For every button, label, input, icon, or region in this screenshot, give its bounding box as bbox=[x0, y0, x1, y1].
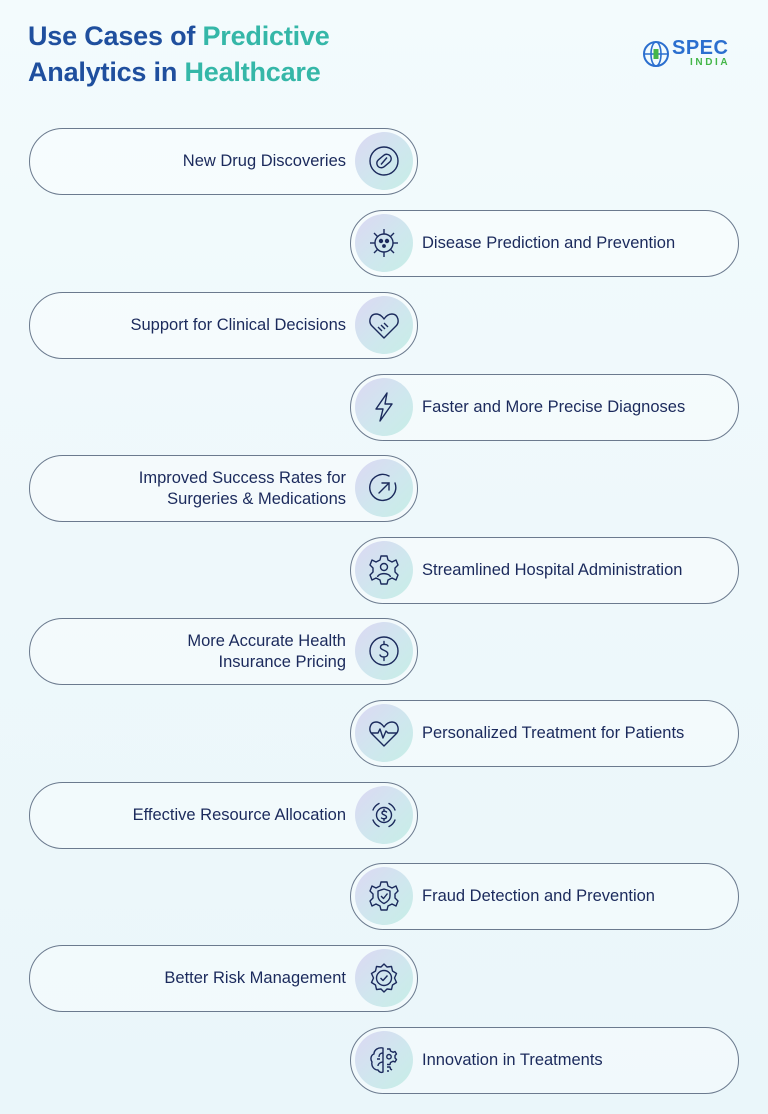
use-case-label: Fraud Detection and Prevention bbox=[422, 887, 655, 905]
use-case-label: Disease Prediction and Prevention bbox=[422, 234, 676, 252]
use-case-label: Better Risk Management bbox=[164, 969, 346, 987]
use-case-label: Effective Resource Allocation bbox=[132, 806, 346, 824]
brain-gear-icon bbox=[355, 1031, 413, 1089]
use-case-label: New Drug Discoveries bbox=[182, 152, 346, 170]
use-case-label: Faster and More Precise Diagnoses bbox=[422, 398, 686, 416]
page-title: Use Cases of Predictive Analytics in Hea… bbox=[28, 18, 330, 90]
growth-arrow-icon bbox=[355, 459, 413, 517]
pill-icon bbox=[355, 132, 413, 190]
logo-sub: INDIA bbox=[690, 57, 731, 68]
use-case-card: Better Risk Management bbox=[29, 945, 418, 1012]
use-case-label: More Accurate Health Insurance Pricing bbox=[187, 631, 346, 671]
use-case-card: Faster and More Precise Diagnoses bbox=[350, 374, 739, 441]
use-case-label: Personalized Treatment for Patients bbox=[422, 724, 685, 742]
badge-check-icon bbox=[355, 949, 413, 1007]
spec-india-logo: SPEC INDIA bbox=[642, 37, 742, 70]
use-case-card: New Drug Discoveries bbox=[29, 128, 418, 195]
use-case-label: Streamlined Hospital Administration bbox=[422, 561, 683, 579]
shield-gear-icon bbox=[355, 867, 413, 925]
use-case-card: Innovation in Treatments bbox=[350, 1027, 739, 1094]
use-case-card: Fraud Detection and Prevention bbox=[350, 863, 739, 930]
use-case-card: Improved Success Rates for Surgeries & M… bbox=[29, 455, 418, 522]
use-case-card: Support for Clinical Decisions bbox=[29, 292, 418, 359]
use-case-card: Personalized Treatment for Patients bbox=[350, 700, 739, 767]
admin-gear-person-icon bbox=[355, 541, 413, 599]
handshake-heart-icon bbox=[355, 296, 413, 354]
resource-cycle-dollar-icon bbox=[355, 786, 413, 844]
lightning-icon bbox=[355, 378, 413, 436]
globe-logo-icon bbox=[643, 41, 669, 67]
title-line-1: Use Cases of Predictive bbox=[28, 21, 330, 51]
dollar-coin-icon bbox=[355, 622, 413, 680]
use-case-label: Support for Clinical Decisions bbox=[130, 316, 346, 334]
virus-icon bbox=[355, 214, 413, 272]
use-case-label: Improved Success Rates for Surgeries & M… bbox=[138, 468, 346, 508]
use-case-card: More Accurate Health Insurance Pricing bbox=[29, 618, 418, 685]
use-case-label: Innovation in Treatments bbox=[422, 1051, 603, 1069]
logo-word: SPEC bbox=[672, 37, 729, 59]
use-case-card: Effective Resource Allocation bbox=[29, 782, 418, 849]
title-line-2: Analytics in Healthcare bbox=[28, 57, 321, 87]
use-case-card: Disease Prediction and Prevention bbox=[350, 210, 739, 277]
heartbeat-icon bbox=[355, 704, 413, 762]
use-case-card: Streamlined Hospital Administration bbox=[350, 537, 739, 604]
